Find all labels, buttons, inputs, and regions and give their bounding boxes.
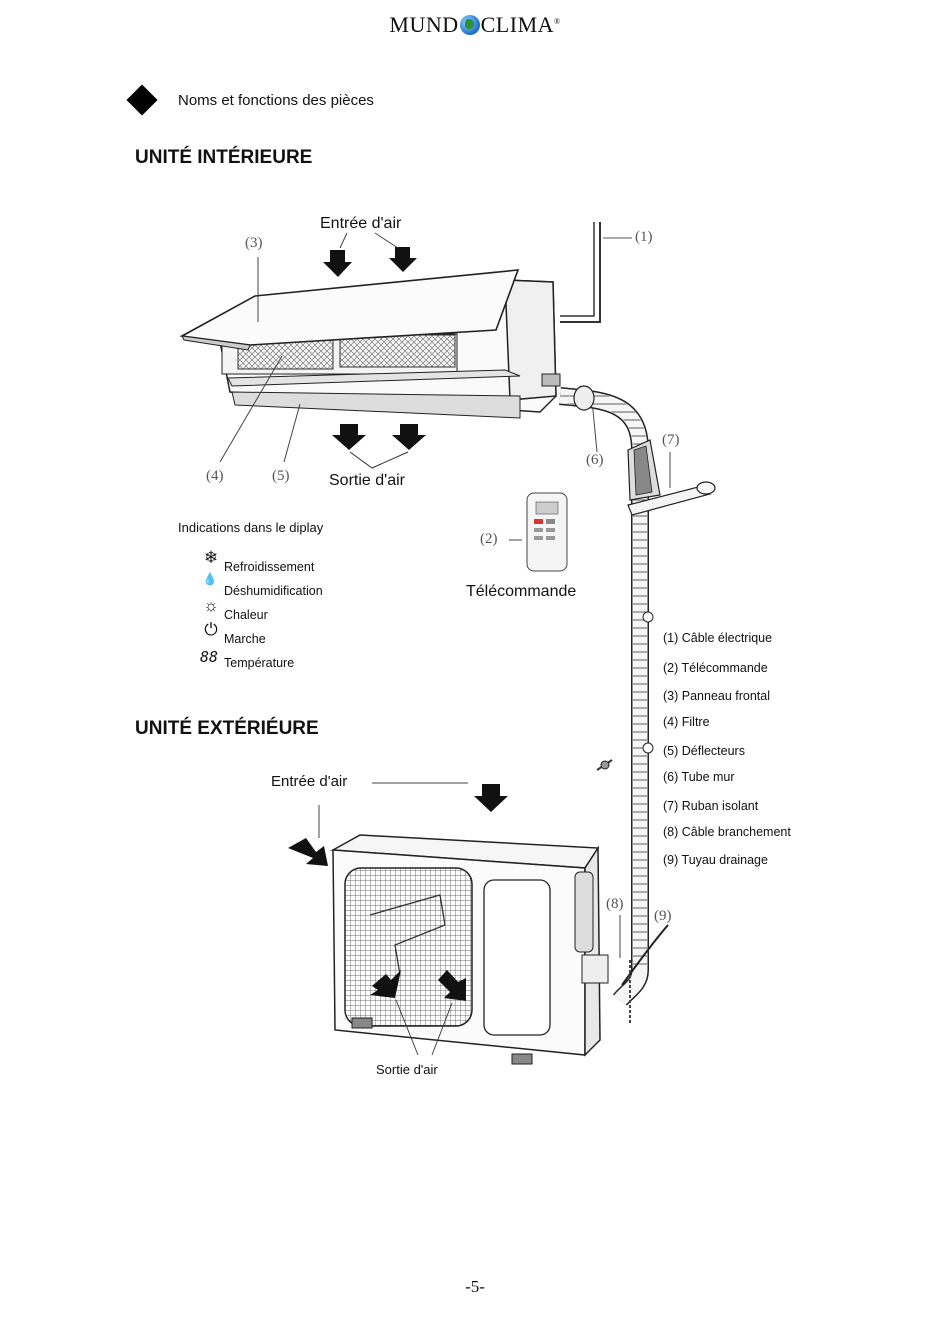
legend-item: (7) Ruban isolant bbox=[663, 799, 759, 813]
globe-icon bbox=[459, 15, 480, 35]
display-item-label: Déshumidification bbox=[224, 584, 323, 598]
callout-9: (9) bbox=[654, 908, 672, 924]
callout-6: (6) bbox=[586, 452, 604, 468]
page-number: -5- bbox=[465, 1277, 485, 1296]
display-item-label: Température bbox=[224, 656, 295, 670]
display-heading: Indications dans le diplay bbox=[178, 520, 324, 535]
sun-icon: ☼ bbox=[203, 596, 219, 615]
callout-4: (4) bbox=[206, 468, 224, 484]
legend-item: (5) Déflecteurs bbox=[663, 744, 745, 758]
indoor-unit bbox=[179, 269, 561, 419]
legend-item: (1) Câble électrique bbox=[663, 631, 773, 645]
brand-part1: MUND bbox=[389, 12, 459, 37]
legend-item: (6) Tube mur bbox=[663, 770, 735, 784]
brand-part2: CLIMA bbox=[480, 12, 555, 37]
outdoor-leader-lines bbox=[318, 782, 468, 1056]
seven-segment-icon: 88 bbox=[199, 648, 219, 666]
callout-8: (8) bbox=[606, 896, 624, 912]
indoor-title: UNITÉ INTÉRIEURE bbox=[135, 147, 313, 168]
outdoor-air-in-label: Entrée d'air bbox=[271, 773, 348, 790]
legend-item: (2) Télécommande bbox=[663, 661, 768, 675]
outdoor-unit bbox=[330, 834, 609, 1065]
registered-mark: ® bbox=[554, 17, 561, 26]
callout-5: (5) bbox=[272, 468, 290, 484]
display-item-label: Chaleur bbox=[224, 608, 268, 622]
callout-1: (1) bbox=[635, 229, 653, 245]
indoor-air-out-label: Sortie d'air bbox=[329, 472, 405, 489]
electric-cable bbox=[560, 222, 632, 323]
droplets-icon: 💧 bbox=[202, 572, 218, 586]
legend-item: (8) Câble branchement bbox=[663, 825, 791, 839]
snowflake-icon: ❄ bbox=[203, 548, 219, 567]
indoor-air-in-label: Entrée d'air bbox=[320, 215, 402, 232]
legend-item: (4) Filtre bbox=[663, 715, 710, 729]
callout-2: (2) bbox=[480, 531, 498, 547]
outdoor-title: UNITÉ EXTÉRIÉURE bbox=[135, 718, 319, 739]
display-item-label: Marche bbox=[224, 632, 266, 646]
outdoor-air-out-label: Sortie d'air bbox=[376, 1062, 438, 1077]
brand-logo: MUND CLIMA® bbox=[0, 12, 950, 38]
legend-item: (3) Panneau frontal bbox=[663, 689, 771, 703]
outdoor-arrows bbox=[288, 784, 508, 1001]
callout-3: (3) bbox=[245, 235, 263, 251]
intro-text: Noms et fonctions des pièces bbox=[178, 92, 374, 109]
remote-label: Télécommande bbox=[466, 583, 577, 600]
pipe-bundle bbox=[559, 385, 716, 1025]
indoor-air-out-arrows bbox=[332, 424, 426, 469]
display-item-label: Refroidissement bbox=[224, 560, 315, 574]
indoor-leader-lines bbox=[219, 232, 671, 488]
indoor-air-in-arrows bbox=[323, 247, 417, 277]
remote-control bbox=[509, 492, 568, 572]
legend-item: (9) Tuyau drainage bbox=[663, 853, 768, 867]
callout-7: (7) bbox=[662, 432, 680, 448]
power-icon: ⏻ bbox=[204, 620, 218, 639]
